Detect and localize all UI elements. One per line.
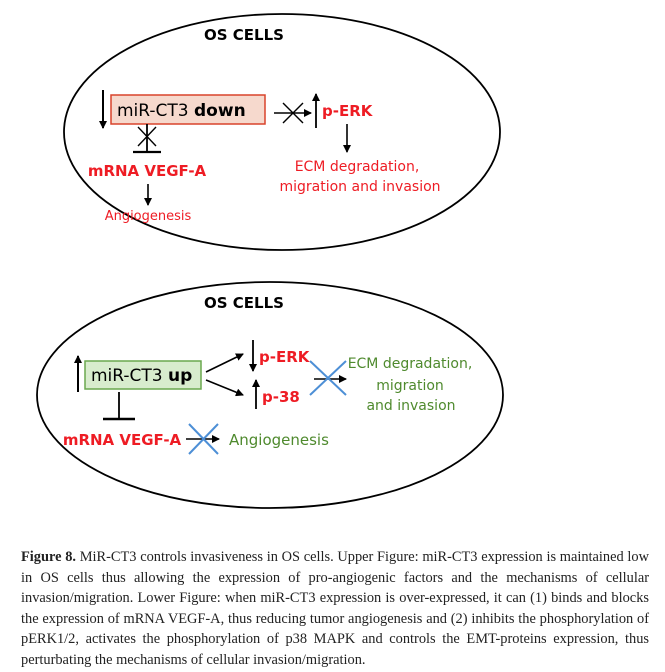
lower-perk-label: p-ERK: [259, 348, 311, 366]
lower-ecm-line2: migration: [376, 378, 444, 394]
upper-vegf-cross-b: [137, 126, 157, 147]
upper-title: OS CELLS: [204, 26, 284, 44]
upper-perk-cross-b: [282, 102, 304, 124]
upper-vegf-label: mRNA VEGF-A: [88, 162, 207, 180]
upper-mir-bold: down: [194, 101, 246, 121]
lower-panel: OS CELLS miR-CT3 up p-ERK p-38 ECM degra…: [36, 281, 504, 509]
lower-vegf-label: mRNA VEGF-A: [63, 431, 182, 449]
upper-ecm-line1: ECM degradation,: [295, 159, 420, 175]
upper-panel: OS CELLS miR-CT3 down p-ERK ECM degradat…: [63, 13, 501, 251]
lower-ecm-line1: ECM degradation,: [348, 356, 473, 372]
lower-perk-branch-arrow: [205, 353, 244, 373]
lower-cell-ellipse: [36, 281, 504, 509]
upper-perk-label: p-ERK: [322, 102, 374, 120]
upper-mir-text: miR-CT3: [117, 101, 194, 121]
lower-p38-label: p-38: [262, 388, 300, 406]
lower-angio-cross-b: [188, 423, 219, 455]
lower-mir-bold: up: [168, 366, 192, 386]
lower-mir-text: miR-CT3: [91, 366, 168, 386]
lower-mir-label: miR-CT3 up: [91, 366, 192, 386]
caption-text: MiR-CT3 controls invasiveness in OS cell…: [21, 549, 649, 668]
caption-label: Figure 8.: [21, 549, 77, 565]
figure-caption: Figure 8. MiR-CT3 controls invasiveness …: [21, 547, 649, 671]
upper-mir-label: miR-CT3 down: [117, 101, 246, 121]
lower-ecm-cross-b: [309, 360, 347, 396]
upper-cell-ellipse: [63, 13, 501, 251]
diagram-canvas: OS CELLS miR-CT3 down p-ERK ECM degradat…: [36, 13, 504, 509]
upper-angio-label: Angiogenesis: [105, 209, 192, 224]
upper-mir-box: [110, 94, 266, 125]
lower-p38-branch-arrow: [205, 379, 244, 397]
lower-title: OS CELLS: [204, 294, 284, 312]
upper-ecm-line2: migration and invasion: [279, 179, 440, 195]
lower-mir-box: [84, 360, 202, 390]
lower-angio-label: Angiogenesis: [229, 431, 329, 449]
lower-ecm-line3: and invasion: [366, 398, 455, 414]
